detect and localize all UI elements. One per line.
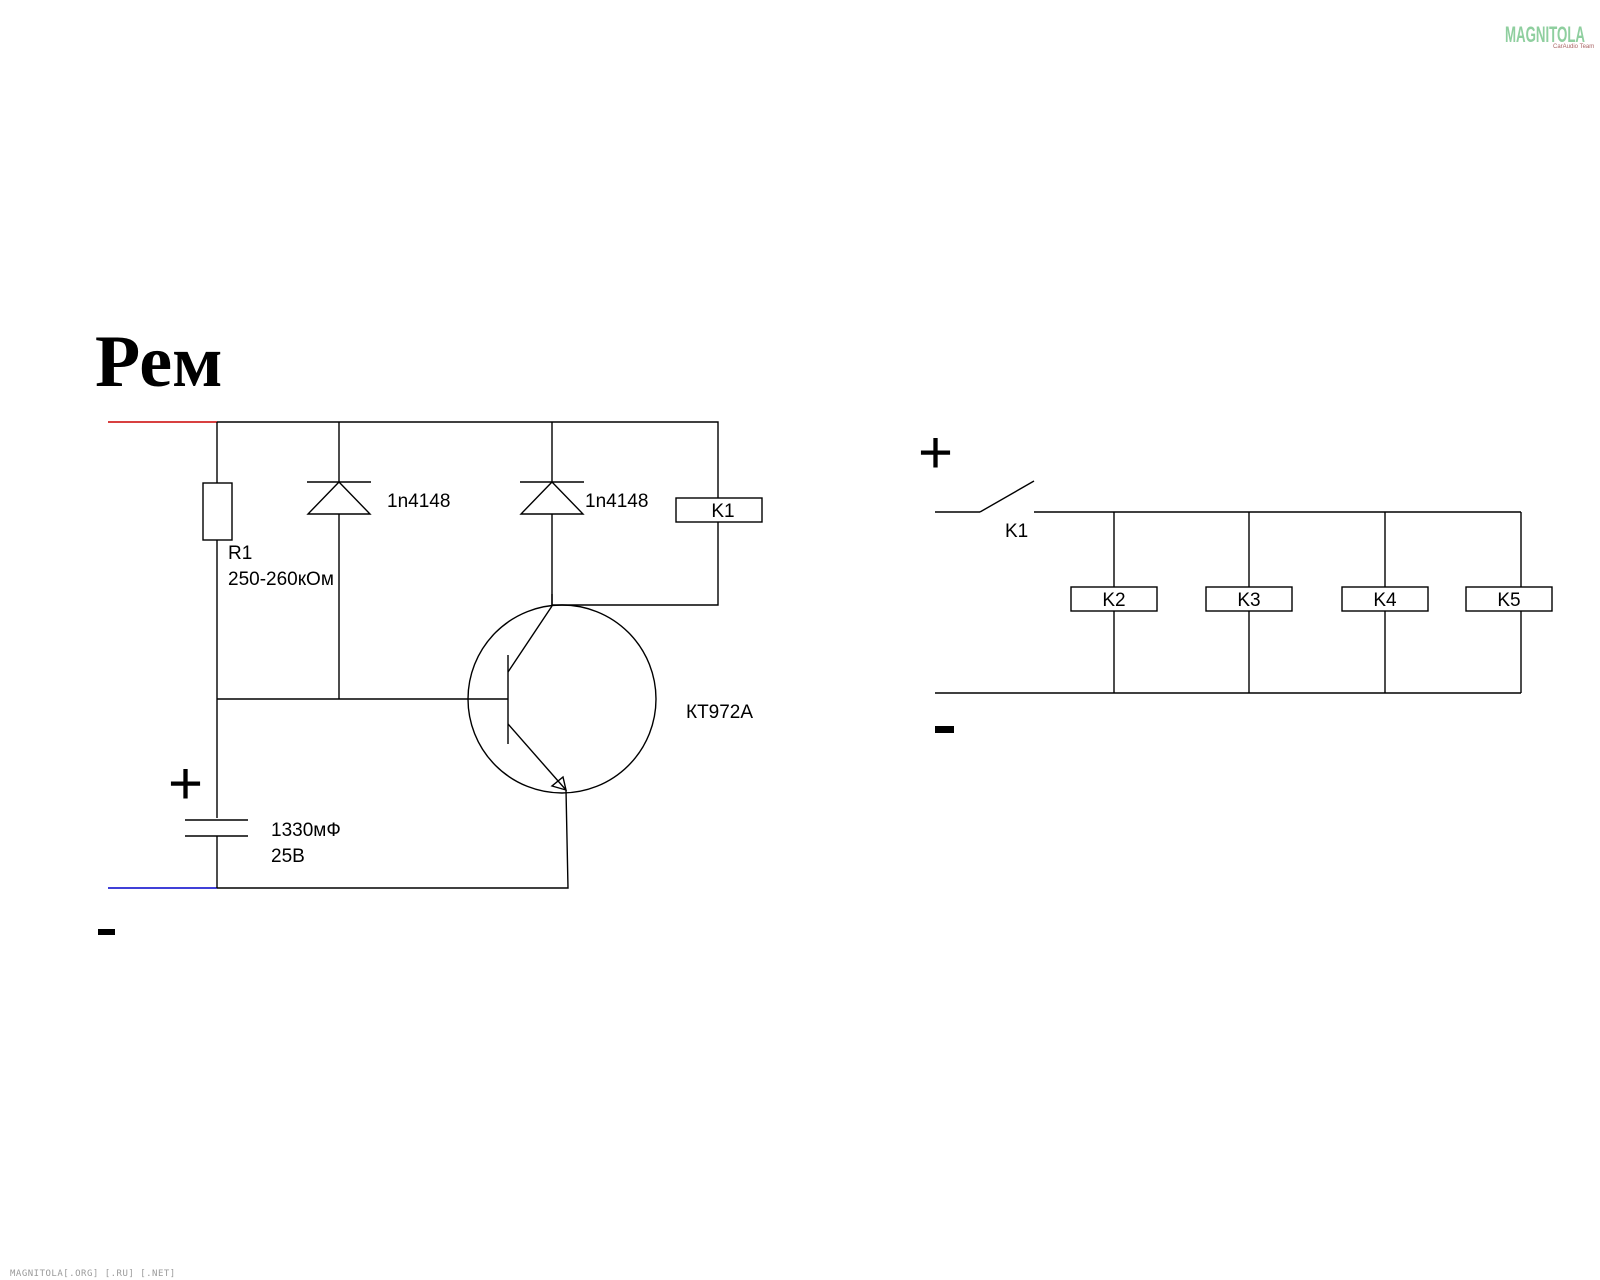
- switch-k1-blade: [979, 480, 1035, 513]
- relay-k1: [675, 497, 763, 523]
- footer-watermark: MAGNITOLA[.ORG] [.RU] [.NET]: [10, 1269, 176, 1279]
- magnitola-logo: MAGNITOLA CarAudio Team: [1505, 22, 1594, 50]
- relay-k5: [1465, 586, 1553, 612]
- transistor-emitter: [507, 723, 567, 791]
- diode2-label: 1n4148: [585, 491, 648, 512]
- emitter-to-ground-wire: [217, 789, 569, 889]
- transistor-collector: [507, 605, 553, 673]
- emitter-arrow: [550, 775, 567, 791]
- diode1-triangle: [306, 480, 372, 515]
- logo-subtext: CarAudio Team: [1553, 44, 1594, 50]
- relay-to-collector-wire: [551, 522, 719, 606]
- right-circuit: + K1 K2 K3 K4 K5: [918, 419, 1553, 733]
- capacitor-voltage-label: 25В: [271, 846, 305, 867]
- switch-k1-label: K1: [1005, 521, 1028, 542]
- resistor-r1: [202, 482, 233, 541]
- relay-k1-label: K1: [711, 501, 734, 522]
- logo-text: MAGNITOLA: [1505, 22, 1585, 47]
- relay-k3-label: K3: [1237, 590, 1260, 611]
- transistor-label: КТ972А: [686, 702, 753, 723]
- capacitor-value-label: 1330мФ: [271, 820, 341, 841]
- diode2-triangle: [519, 480, 585, 515]
- right-plus-sign: +: [918, 419, 953, 486]
- resistor-value-label: 250-260кОм: [228, 569, 334, 590]
- relay-k2-label: K2: [1102, 590, 1125, 611]
- relay-k4-label: K4: [1373, 590, 1397, 611]
- diode1-label: 1n4148: [387, 491, 450, 512]
- relay-k5-label: K5: [1497, 590, 1520, 611]
- left-plus-sign: +: [168, 750, 203, 817]
- left-minus-sign: [98, 929, 115, 935]
- top-rail: [217, 421, 719, 498]
- relay-branches: K2 K3 K4 K5: [1070, 512, 1553, 693]
- transistor-body: [467, 604, 657, 794]
- right-minus-sign: [935, 726, 954, 733]
- page-title: Рем: [95, 321, 222, 403]
- resistor-ref-label: R1: [228, 543, 252, 564]
- left-circuit: K1 + R1 250-260кОм 1n4148 1n4148 КТ972А …: [98, 421, 763, 935]
